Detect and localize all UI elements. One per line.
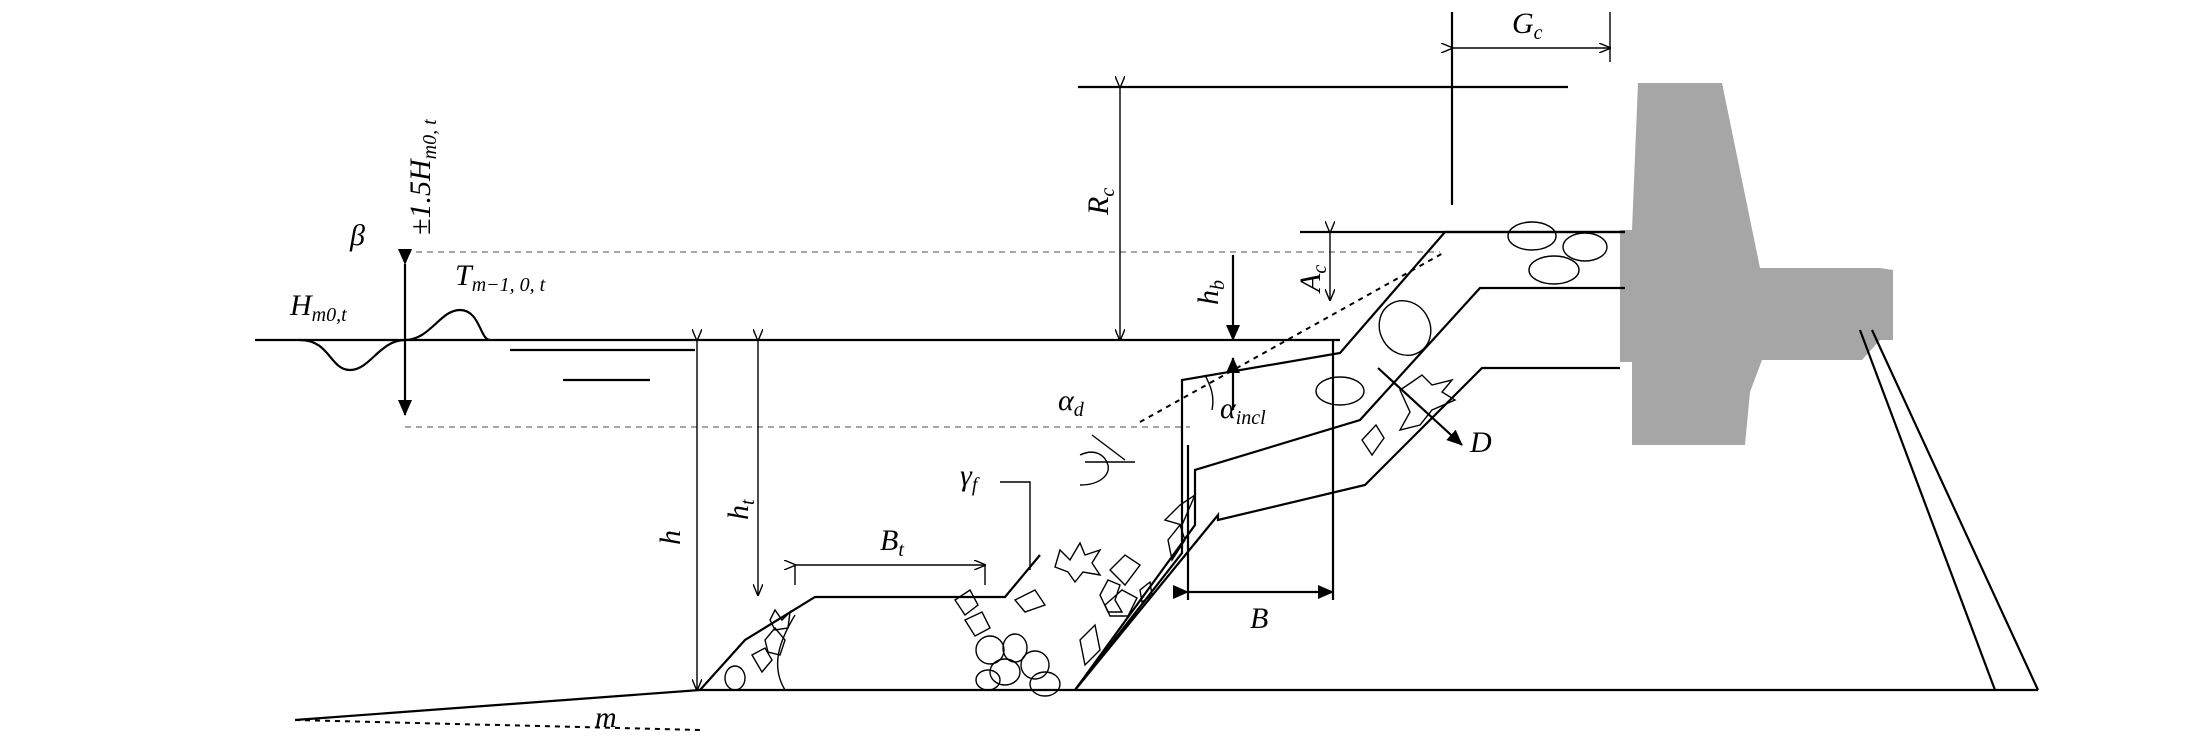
rear-slope-outer bbox=[1858, 329, 1997, 691]
gamma-f-leader bbox=[1000, 481, 1031, 570]
horizontal-reference bbox=[294, 719, 701, 731]
label-bt: Bt bbox=[880, 524, 904, 561]
label-rc: Rc bbox=[1082, 188, 1119, 216]
label-hm0t: Hm0,t bbox=[289, 289, 347, 326]
alpha-d-leader bbox=[1091, 434, 1126, 461]
foreshore-slope bbox=[294, 688, 701, 722]
label-alpha-d: αd bbox=[1058, 384, 1085, 421]
armour-inner-layer bbox=[1074, 286, 1625, 691]
label-m: m bbox=[595, 701, 617, 734]
label-gc: Gc bbox=[1512, 7, 1543, 44]
label-beta: β bbox=[349, 219, 365, 252]
average-slope-line bbox=[1139, 251, 1446, 423]
alpha-incl-arc bbox=[1204, 374, 1214, 411]
label-hb: hb bbox=[1192, 280, 1229, 305]
label-b: B bbox=[1250, 602, 1268, 635]
label-ht: ht bbox=[722, 499, 759, 520]
toe-rock-edge bbox=[777, 614, 796, 691]
crown-wall bbox=[1620, 83, 1893, 445]
core-layer bbox=[1074, 366, 1620, 691]
label-tm: Tm−1, 0, t bbox=[455, 259, 546, 296]
label-pm-hm0: ±1.5Hm0, t bbox=[404, 119, 441, 235]
armour-outer-layer bbox=[1074, 230, 1625, 691]
armour-units bbox=[724, 221, 1608, 697]
label-h: h bbox=[654, 530, 687, 545]
label-ac: Ac bbox=[1294, 265, 1331, 294]
d-arrow bbox=[1377, 367, 1463, 446]
label-d: D bbox=[1469, 426, 1492, 459]
toe-berm bbox=[699, 554, 1041, 691]
label-gamma-f: γf bbox=[960, 459, 980, 496]
alpha-d-arc bbox=[1079, 451, 1109, 486]
label-alpha-incl: αincl bbox=[1220, 392, 1266, 429]
rear-slope-inner bbox=[1871, 329, 2039, 691]
